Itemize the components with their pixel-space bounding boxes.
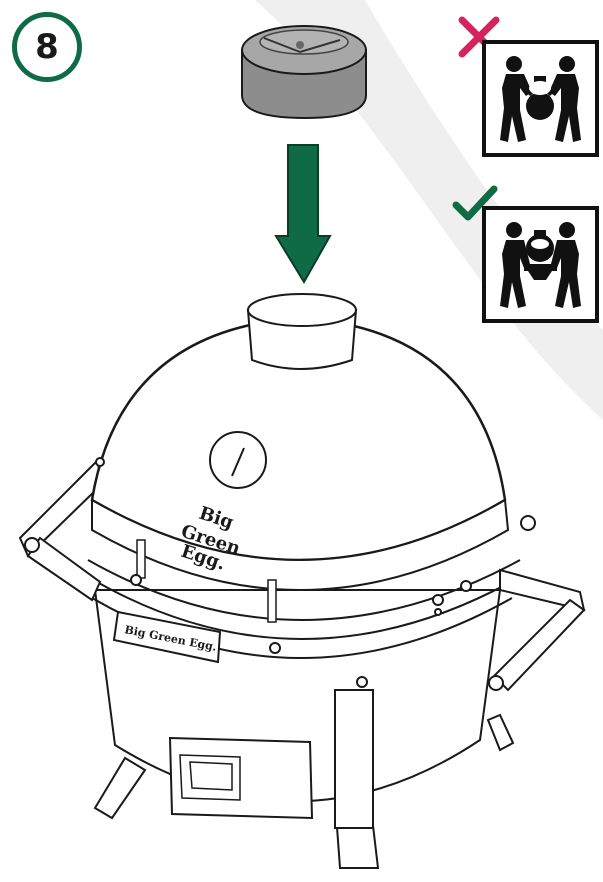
two-person-lift-base-icon bbox=[490, 214, 591, 315]
rain-cap bbox=[242, 26, 366, 118]
two-person-lift-dome-icon bbox=[490, 48, 591, 149]
incorrect-lift-panel bbox=[482, 40, 599, 157]
step-number: 8 bbox=[35, 27, 59, 67]
down-arrow-icon bbox=[276, 145, 330, 282]
correct-lift-panel bbox=[482, 206, 599, 323]
step-number-badge: 8 bbox=[12, 12, 82, 82]
